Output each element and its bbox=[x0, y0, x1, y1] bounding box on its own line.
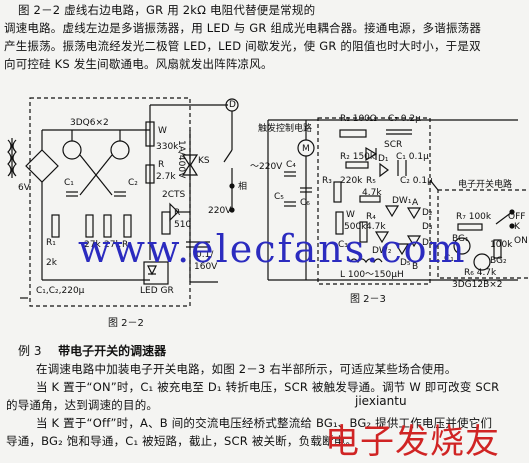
label-6v: 6V bbox=[18, 183, 30, 193]
figure-2-2-caption: 图 2－2 bbox=[108, 318, 144, 329]
label-b: B bbox=[412, 262, 419, 272]
label-cap: 0.1/ bbox=[196, 250, 214, 260]
bridge-rectifier bbox=[25, 149, 59, 183]
label-elec-switch: 电子开关电路 bbox=[458, 180, 513, 190]
label-bg-type: 3DG12B×2 bbox=[452, 280, 503, 290]
label-bg2: BG₂ bbox=[490, 256, 507, 266]
label-off: OFF bbox=[508, 212, 526, 222]
label-ks: KS bbox=[198, 156, 210, 166]
section-heading: 例 3 带电子开关的调速器 bbox=[18, 342, 166, 359]
label-r4: R₄ bbox=[366, 212, 376, 222]
label-1a-400v: 1A/400V bbox=[176, 140, 186, 179]
pot-w bbox=[145, 121, 155, 147]
label-transistors: 3DQ6×2 bbox=[70, 118, 109, 128]
oscillator-dashed-box bbox=[29, 97, 191, 307]
label-phase: 相 bbox=[238, 182, 248, 192]
label-510: 510 bbox=[174, 220, 192, 230]
label-c3: C₃ bbox=[338, 240, 348, 250]
label-r2: R₂ 150k bbox=[340, 152, 376, 162]
label-c7: C₇ 0.2μ bbox=[388, 114, 421, 124]
label-r5: R₅ bbox=[366, 176, 376, 186]
bg1 bbox=[453, 237, 471, 255]
label-c1: C₁ bbox=[64, 178, 74, 188]
label-d2: D₂ bbox=[422, 208, 433, 218]
transformer-primary bbox=[7, 139, 12, 177]
label-r-small: R bbox=[174, 208, 181, 218]
label-c1: C₁ 0.1μ bbox=[396, 152, 429, 162]
switch-dashed-box bbox=[437, 189, 529, 279]
label-motor: M bbox=[302, 144, 310, 154]
label-cap-v: 160V bbox=[194, 262, 218, 272]
section-number: 例 3 bbox=[18, 344, 42, 358]
label-c2: C₂ bbox=[128, 178, 138, 188]
label-d1: D₁ bbox=[378, 154, 389, 164]
label-r3: R₃ bbox=[322, 176, 332, 186]
label-on: ON bbox=[514, 236, 528, 246]
transistor-2 bbox=[110, 140, 130, 160]
body-p3a: 当 K 置于“Off”时，A、B 间的交流电压经桥式整流给 BG₁、BG₂ 提供… bbox=[36, 416, 493, 430]
elecfans-stamp-logo: 电子发烧友 bbox=[325, 422, 500, 462]
label-r2: R₂ bbox=[122, 240, 132, 250]
label-c2: C₂ 0.1μ bbox=[400, 176, 433, 186]
label-r100k: 100k bbox=[490, 240, 513, 250]
label-27k-b: 27k bbox=[104, 240, 121, 250]
resistor-r bbox=[145, 164, 155, 184]
intro-line-4: 向可控硅 KS 发生间歇通电。风扇就发出阵阵凉风。 bbox=[4, 57, 273, 71]
label-a: A bbox=[412, 198, 419, 208]
intro-line-1: 图 2－2 虚线右边电路，GR 用 2kΩ 电阻代替便是常规的 bbox=[18, 3, 316, 17]
intro-line-2: 调速电路。虚线左边是多谐振荡器，用 LED 与 GR 组成光电耦合器。接通电源，… bbox=[4, 21, 482, 35]
label-r5-val: 4.7k bbox=[362, 188, 382, 198]
label-led-gr: LED GR bbox=[140, 286, 174, 296]
bg2 bbox=[473, 253, 491, 271]
elecfans-watermark: www.elecfans.com bbox=[78, 227, 467, 271]
label-fan: D bbox=[229, 100, 236, 110]
label-c4: C₄ bbox=[286, 160, 296, 170]
label-trigger: 触发控制电路 bbox=[258, 124, 313, 134]
label-r: R bbox=[158, 160, 165, 170]
figure-2-3-caption: 图 2－3 bbox=[350, 294, 386, 305]
body-p1: 在调速电路中加装电子开关电路，如图 2－3 右半部所示，可适应某些场合使用。 bbox=[36, 362, 457, 376]
label-c1-right: C₁ bbox=[444, 254, 454, 264]
label-c5: C₅ bbox=[274, 192, 284, 202]
body-p2a: 当 K 置于“ON”时，C₁ 被充电至 D₁ 转折电压，SCR 被触发导通。调节… bbox=[36, 380, 500, 394]
body-p3b: 导通，BG₂ 饱和导通，C₁ 被短路，截止，SCR 被关断，负载断电。 bbox=[6, 434, 358, 448]
label-caps: C₁,C₂,220μ bbox=[36, 286, 85, 296]
label-r1: R₁ bbox=[46, 238, 56, 248]
label-r6: R₆ 4.7k bbox=[464, 268, 497, 278]
opto-coupler bbox=[143, 261, 169, 285]
transistor-1 bbox=[62, 140, 82, 160]
label-bg1: BG₁ bbox=[452, 234, 469, 244]
label-w: W bbox=[158, 126, 167, 136]
label-2k: 2k bbox=[46, 258, 57, 268]
label-2-7k: 2.7k bbox=[156, 172, 176, 182]
label-c6: C₆ bbox=[300, 198, 310, 208]
label-dw2: DW₂ bbox=[372, 246, 392, 256]
trigger-dashed-box bbox=[317, 117, 431, 285]
label-r1: R₁ 100Ω bbox=[340, 114, 377, 124]
label-r3-val: 220k bbox=[340, 176, 363, 186]
label-2cts: 2CTS bbox=[162, 190, 186, 200]
label-d4: D₄ bbox=[422, 238, 433, 248]
label-dw1: DW₁ bbox=[392, 196, 412, 206]
label-scr: SCR bbox=[384, 140, 403, 150]
label-mains: ～220V bbox=[250, 162, 283, 172]
body-p2b: 的导通角，达到调速的目的。 bbox=[6, 398, 159, 412]
label-w-val: 500k bbox=[344, 222, 367, 232]
label-l: L 100～150μH bbox=[340, 270, 404, 280]
resistor-510 bbox=[161, 211, 171, 235]
label-r7: R₇ 100k bbox=[456, 212, 492, 222]
label-k: K bbox=[514, 222, 520, 232]
label-d3: D₃ bbox=[422, 222, 433, 232]
section-title: 带电子开关的调速器 bbox=[58, 344, 167, 358]
label-330k: 330k bbox=[156, 142, 179, 152]
triac-ks bbox=[181, 154, 199, 168]
label-220v: 220V bbox=[208, 206, 232, 216]
label-d5: D₅ bbox=[400, 258, 411, 268]
stamp-url: jiexiantu bbox=[355, 394, 407, 408]
label-27k-a: 27k bbox=[84, 240, 101, 250]
label-w: W bbox=[346, 210, 355, 220]
intro-line-3: 产生振荡。振荡电流经发光二极管 LED，LED 间歇发光，使 GR 的阻值也时大… bbox=[4, 39, 481, 53]
label-r4-val: 4.7k bbox=[366, 222, 386, 232]
